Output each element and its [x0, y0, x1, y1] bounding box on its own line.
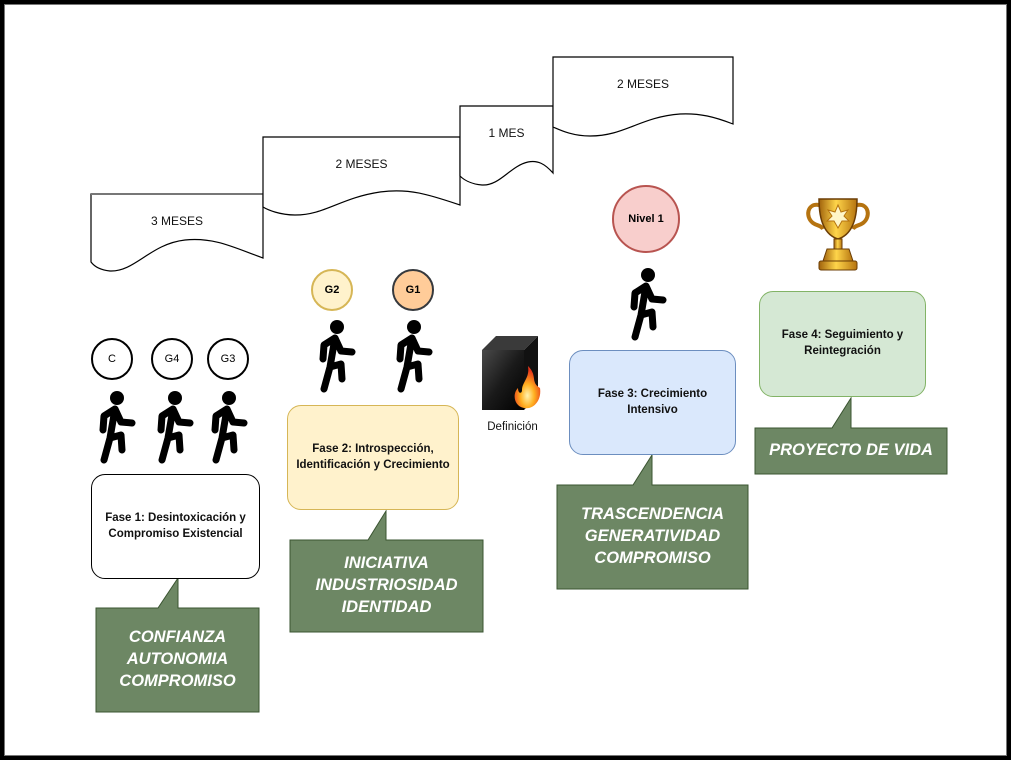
firewall-icon	[482, 336, 541, 410]
value-item: COMPROMISO	[119, 671, 236, 690]
group-label: G4	[164, 353, 180, 365]
group-label: G3	[220, 353, 236, 365]
group-label: G1	[405, 284, 421, 296]
group-circle-c: C	[91, 338, 133, 380]
phase-4-box: Fase 4: Seguimiento y Reintegración	[759, 291, 926, 397]
timeline-step-1-shape	[90, 193, 264, 272]
value-item: TRASCENDENCIA	[580, 505, 724, 524]
group-circle-g2: G2	[311, 269, 353, 311]
timeline-step-1-label: 3 MESES	[150, 214, 204, 228]
value-item: IDENTIDAD	[341, 597, 432, 616]
trophy-icon	[806, 198, 870, 271]
walking-person-icon	[319, 320, 356, 393]
group-label: C	[108, 353, 116, 365]
callout-4-text: PROYECTO DE VIDA	[755, 428, 947, 474]
firewall-caption: Definición	[487, 421, 538, 433]
callout-1	[95, 576, 260, 713]
value-item: GENERATIVIDAD	[584, 527, 721, 546]
group-circle-g3: G3	[207, 338, 249, 380]
walking-person-icon	[396, 320, 433, 393]
callout-3-text: TRASCENDENCIA GENERATIVIDAD COMPROMISO	[557, 485, 748, 589]
value-item: INICIATIVA	[344, 554, 429, 573]
walking-person-icon	[211, 391, 248, 464]
timeline-step-3-shape	[459, 105, 554, 186]
callout-3	[556, 453, 749, 590]
walking-person-icon	[630, 268, 667, 341]
timeline-step-2-label: 2 MESES	[335, 157, 388, 171]
timeline-step-3-label: 1 MES	[488, 126, 525, 140]
callout-1-text: CONFIANZA AUTONOMIA COMPROMISO	[96, 608, 259, 712]
phase-3-label: Fase 3: Crecimiento Intensivo	[597, 387, 708, 416]
walking-person-icon	[99, 391, 136, 464]
value-item: AUTONOMIA	[126, 650, 229, 669]
callout-4	[754, 396, 948, 475]
group-label: G2	[324, 284, 340, 296]
group-circle-g4: G4	[151, 338, 193, 380]
phase-2-label: Fase 2: Introspección, Identificación y …	[296, 442, 450, 471]
level-circle-nivel-1: Nivel 1	[612, 185, 680, 253]
phase-1-label: Fase 1: Desintoxicación y Compromiso Exi…	[105, 511, 246, 540]
value-item: CONFIANZA	[128, 628, 227, 647]
value-item: PROYECTO DE VIDA	[769, 441, 933, 460]
value-item: INDUSTRIOSIDAD	[315, 576, 458, 595]
timeline-step-2-shape	[262, 136, 461, 216]
timeline-step-4-label: 2 MESES	[616, 77, 670, 91]
walking-person-icon	[157, 391, 194, 464]
level-label: Nivel 1	[628, 213, 664, 225]
group-circle-g1: G1	[392, 269, 434, 311]
callout-2-text: INICIATIVA INDUSTRIOSIDAD IDENTIDAD	[290, 540, 483, 632]
timeline-step-4-shape	[552, 56, 734, 137]
phase-3-box: Fase 3: Crecimiento Intensivo	[569, 350, 736, 455]
phase-4-label: Fase 4: Seguimiento y Reintegración	[781, 329, 904, 357]
phase-1-box: Fase 1: Desintoxicación y Compromiso Exi…	[91, 474, 260, 579]
phase-2-box: Fase 2: Introspección, Identificación y …	[287, 405, 459, 510]
callout-2	[289, 509, 484, 633]
value-item: COMPROMISO	[594, 548, 711, 567]
